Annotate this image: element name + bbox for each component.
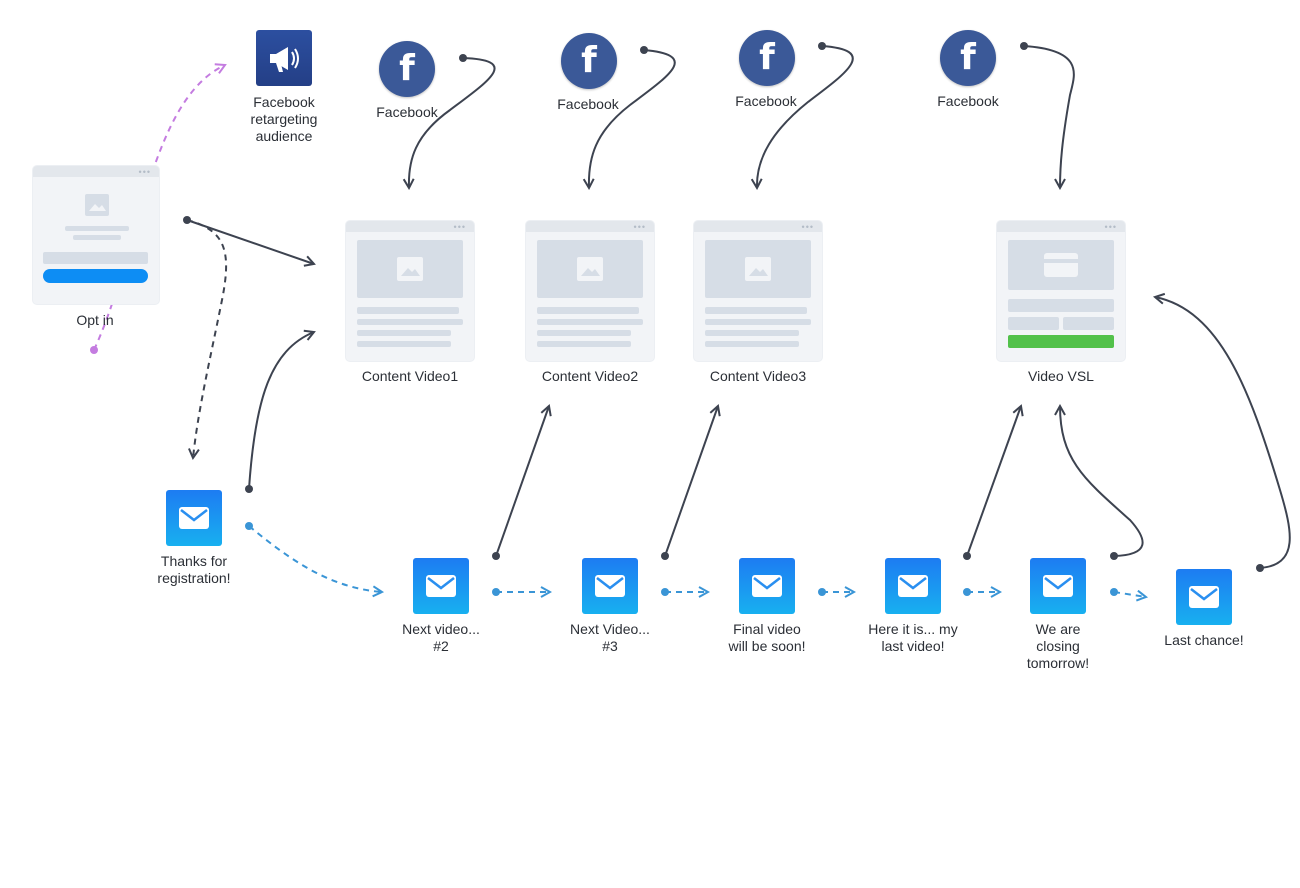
content-video3-label: Content Video3: [709, 368, 807, 384]
image-placeholder-icon: [745, 257, 771, 281]
email-icon[interactable]: [413, 558, 469, 614]
fb2-label: Facebook: [557, 96, 619, 112]
email-icon[interactable]: [1030, 558, 1086, 614]
facebook-connections: [409, 42, 1075, 188]
credit-card-icon: [1044, 253, 1078, 277]
retarget-connection: [90, 65, 225, 354]
fb4-label: Facebook: [937, 93, 999, 109]
video-vsl-label: Video VSL: [1028, 368, 1094, 384]
content-video1-page[interactable]: •••: [346, 221, 474, 361]
content-video3-page[interactable]: •••: [694, 221, 822, 361]
fb3-label: Facebook: [735, 93, 797, 109]
facebook-icon[interactable]: f: [940, 30, 996, 86]
facebook-icon[interactable]: f: [561, 33, 617, 89]
email-thanks-label: Thanks for registration!: [157, 553, 231, 586]
email-icon[interactable]: [885, 558, 941, 614]
optin-submit-button: [43, 269, 148, 283]
optin-label: Opt in: [76, 312, 114, 328]
email4-label: Final video will be soon!: [728, 621, 806, 654]
optin-page[interactable]: •••: [33, 166, 159, 304]
facebook-icon[interactable]: f: [739, 30, 795, 86]
vsl-buy-button: [1008, 335, 1114, 348]
content-video1-label: Content Video1: [361, 368, 459, 384]
email3-label: Next Video... #3: [570, 621, 650, 654]
email-sequence-connections: [245, 522, 1146, 597]
email-to-page-connections: [245, 297, 1291, 572]
email6-label: We are closing tomorrow!: [1026, 621, 1090, 671]
content-video2-page[interactable]: •••: [526, 221, 654, 361]
email-icon[interactable]: [1176, 569, 1232, 625]
video-vsl-page[interactable]: •••: [997, 221, 1125, 361]
content-video2-label: Content Video2: [541, 368, 639, 384]
fb-retarget-label: Facebook retargeting audience: [250, 94, 318, 144]
page-titlebar: •••: [33, 166, 159, 177]
image-placeholder-icon: [85, 194, 109, 216]
fb1-label: Facebook: [376, 104, 438, 120]
megaphone-icon[interactable]: [256, 30, 312, 86]
image-placeholder-icon: [397, 257, 423, 281]
optin-connections: [183, 216, 314, 458]
email-icon[interactable]: [739, 558, 795, 614]
email-icon[interactable]: [582, 558, 638, 614]
email-icon[interactable]: [166, 490, 222, 546]
email7-label: Last chance!: [1164, 632, 1244, 648]
image-placeholder-icon: [577, 257, 603, 281]
facebook-icon[interactable]: f: [379, 41, 435, 97]
email2-label: Next video... #2: [402, 621, 480, 654]
email5-label: Here it is... my last video!: [868, 621, 958, 654]
